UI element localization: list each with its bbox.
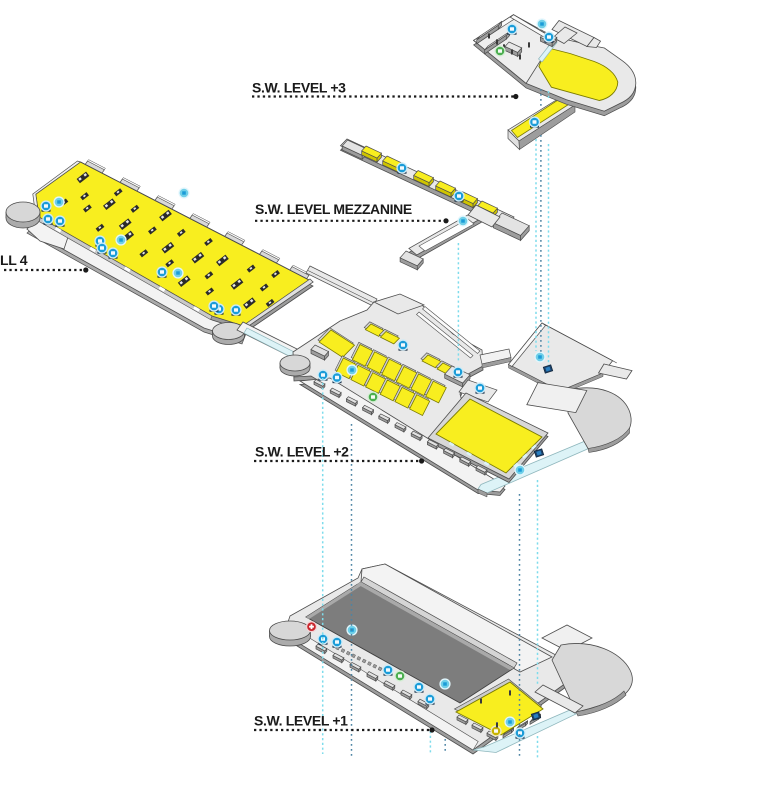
svg-text:S.W. LEVEL MEZZANINE: S.W. LEVEL MEZZANINE bbox=[255, 201, 412, 217]
svg-text:S.W. LEVEL +3: S.W. LEVEL +3 bbox=[252, 80, 346, 96]
svg-text:S.W. LEVEL +1: S.W. LEVEL +1 bbox=[254, 713, 348, 729]
svg-text:S.W. LEVEL +2: S.W. LEVEL +2 bbox=[255, 444, 349, 460]
svg-text:LL 4: LL 4 bbox=[0, 252, 28, 268]
